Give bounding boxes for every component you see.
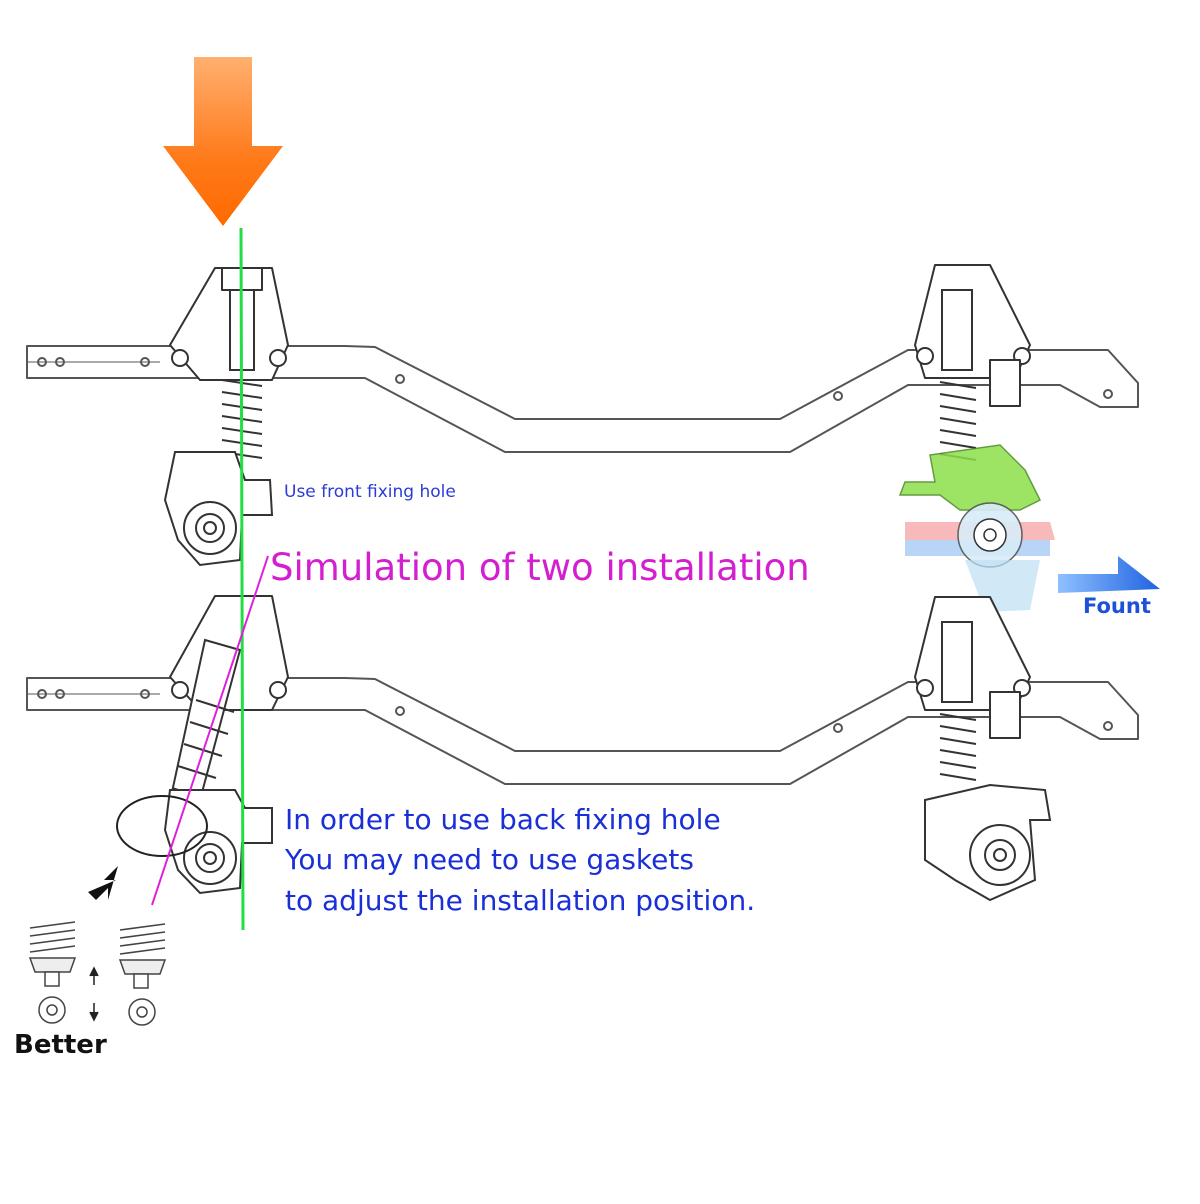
angle-guide-line [151,555,269,906]
bottom-left-knuckle [163,789,273,895]
direction-arrow-icon [1058,556,1160,593]
bottom-right-shock-spring [939,621,977,781]
note-line-1: In order to use back fixing hole [285,803,721,836]
bottom-chassis-rail [26,677,1139,785]
note-line-2: You may need to use gaskets [285,843,694,876]
overlay-knuckles [898,444,1055,612]
diagonal-arrow-icon [88,866,118,900]
highlight-circle [116,795,208,857]
top-left-knuckle [163,451,274,567]
better-label: Better [14,1030,107,1060]
front-hole-label: Use front fixing hole [284,482,456,502]
vertical-guide-line [239,227,245,931]
note-line-3: to adjust the installation position. [285,884,756,917]
diagram-title: Simulation of two installation [270,546,810,589]
top-right-shock-spring [939,289,977,461]
bottom-right-knuckle [924,783,1052,902]
adjust-arrows-icon [89,966,99,1022]
better-illustration [28,921,167,1026]
top-chassis-rail [26,345,1139,453]
down-arrow-icon [163,57,283,226]
direction-label: Fount [1083,594,1151,618]
